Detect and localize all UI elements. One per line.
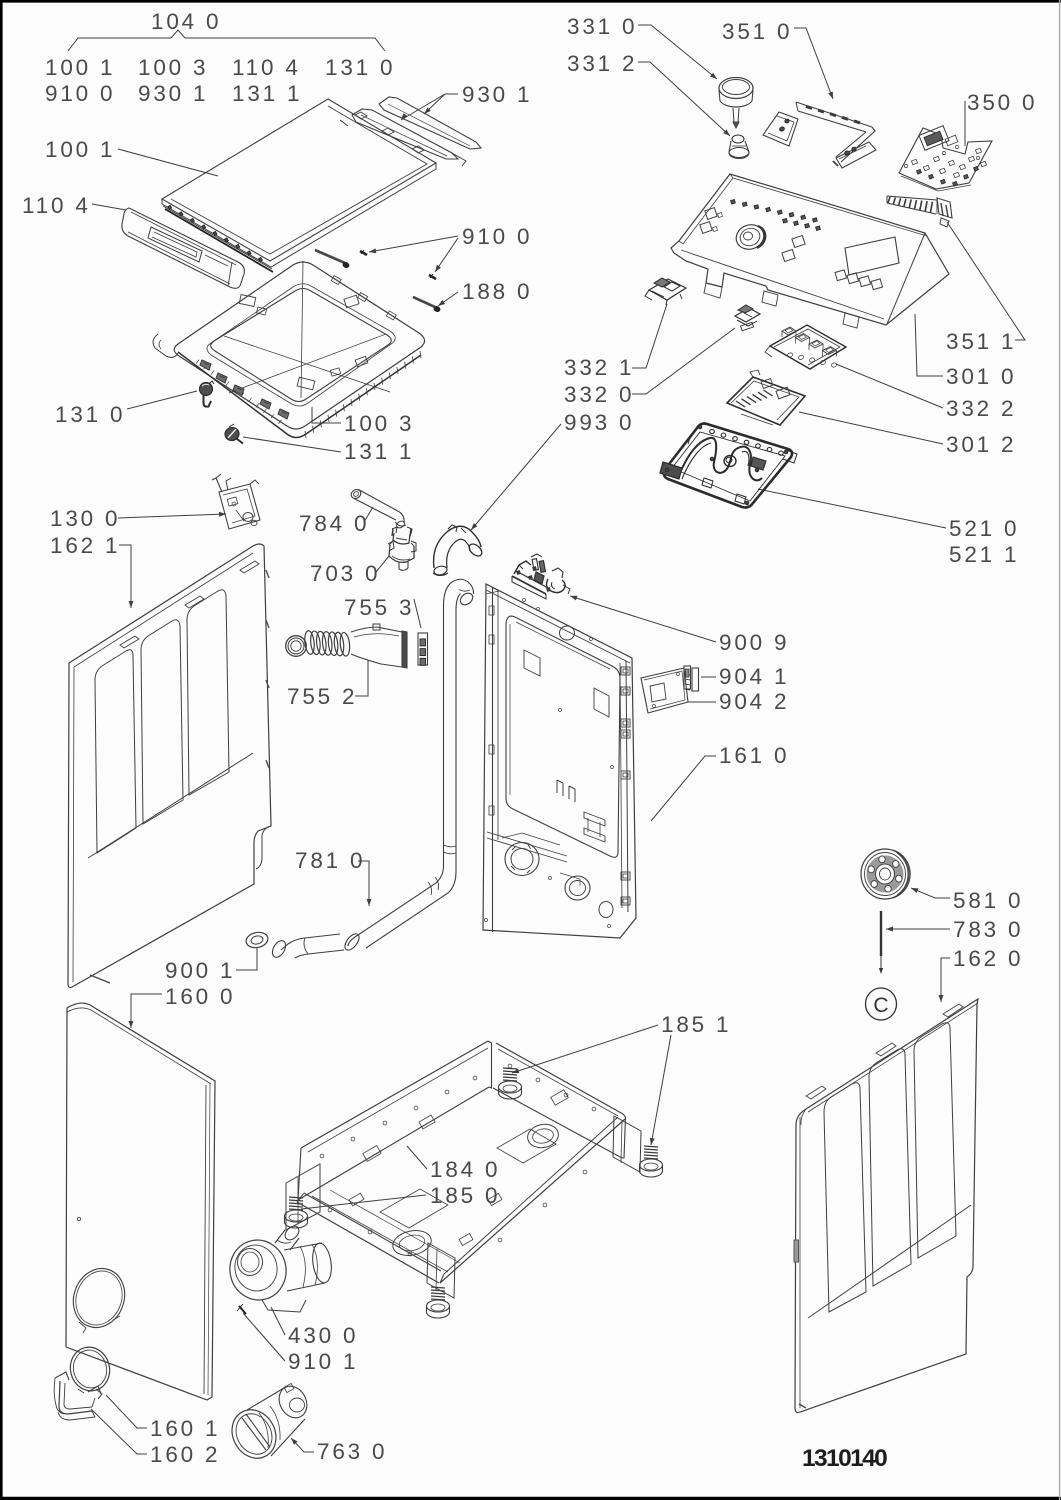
svg-text:781 0: 781 0	[295, 848, 365, 873]
svg-text:1310140: 1310140	[802, 1445, 887, 1472]
svg-text:332 1: 332 1	[564, 355, 634, 380]
svg-text:783 0: 783 0	[953, 917, 1023, 942]
svg-text:755 3: 755 3	[344, 595, 414, 620]
svg-text:521 1: 521 1	[949, 542, 1019, 567]
svg-text:755 2: 755 2	[287, 684, 357, 709]
svg-text:131 1: 131 1	[344, 439, 414, 464]
svg-text:301 2: 301 2	[946, 432, 1016, 457]
svg-text:910 1: 910 1	[288, 1349, 358, 1374]
svg-text:332 0: 332 0	[564, 382, 634, 407]
svg-text:350 0: 350 0	[967, 90, 1037, 115]
svg-text:784 0: 784 0	[299, 511, 369, 536]
svg-text:430 0: 430 0	[288, 1323, 358, 1348]
svg-text:331 0: 331 0	[567, 14, 637, 39]
svg-text:160 1: 160 1	[150, 1416, 220, 1441]
svg-text:904 1: 904 1	[719, 664, 789, 689]
svg-text:131 0: 131 0	[55, 402, 125, 427]
svg-text:185 1: 185 1	[661, 1012, 731, 1037]
svg-text:100 3: 100 3	[344, 411, 414, 436]
svg-text:100 1: 100 1	[45, 55, 115, 80]
svg-text:581 0: 581 0	[953, 888, 1023, 913]
svg-text:993 0: 993 0	[564, 410, 634, 435]
svg-text:332 2: 332 2	[946, 396, 1016, 421]
svg-text:331 2: 331 2	[567, 51, 637, 76]
svg-text:521 0: 521 0	[949, 516, 1019, 541]
svg-text:763 0: 763 0	[317, 1439, 387, 1464]
svg-text:930 1: 930 1	[138, 81, 208, 106]
svg-text:910 0: 910 0	[45, 81, 115, 106]
svg-text:930 1: 930 1	[462, 82, 532, 107]
svg-text:188 0: 188 0	[462, 279, 532, 304]
svg-text:900 1: 900 1	[165, 958, 235, 983]
svg-text:100 1: 100 1	[45, 137, 115, 162]
svg-text:160 2: 160 2	[150, 1442, 220, 1467]
svg-text:904 2: 904 2	[719, 689, 789, 714]
svg-text:703 0: 703 0	[310, 561, 380, 586]
svg-text:910 0: 910 0	[462, 224, 532, 249]
svg-text:351 1: 351 1	[946, 329, 1016, 354]
svg-text:162 0: 162 0	[953, 946, 1023, 971]
svg-text:131 1: 131 1	[232, 81, 302, 106]
svg-text:900 9: 900 9	[719, 630, 789, 655]
svg-text:301 0: 301 0	[946, 364, 1016, 389]
svg-text:130 0: 130 0	[50, 506, 120, 531]
svg-text:185 0: 185 0	[430, 1183, 500, 1208]
svg-text:100 3: 100 3	[138, 55, 208, 80]
svg-text:184 0: 184 0	[430, 1157, 500, 1182]
svg-text:160 0: 160 0	[165, 984, 235, 1009]
svg-text:110 4: 110 4	[232, 55, 301, 80]
svg-text:104 0: 104 0	[151, 9, 221, 34]
svg-text:161 0: 161 0	[719, 743, 789, 768]
svg-text:110 4: 110 4	[22, 193, 91, 218]
svg-text:131 0: 131 0	[325, 55, 395, 80]
svg-text:162 1: 162 1	[50, 533, 120, 558]
svg-text:C: C	[873, 994, 888, 1017]
svg-text:351 0: 351 0	[722, 19, 792, 44]
